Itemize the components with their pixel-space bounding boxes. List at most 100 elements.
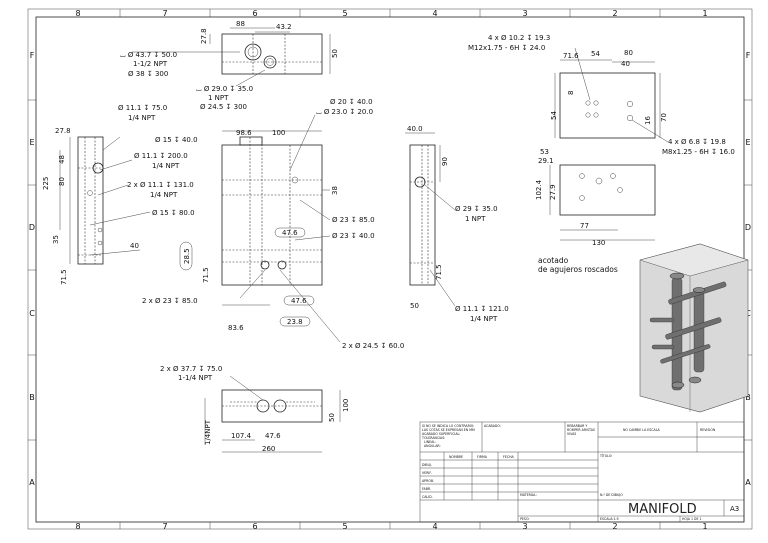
left-callout-4: 1/4 NPT <box>152 162 180 170</box>
thread-callout-4: M8x1.25 - 6H ↧ 16.0 <box>662 148 735 156</box>
tb-header-firma: FIRMA <box>477 455 488 459</box>
left-dim-225: 225 <box>42 177 50 190</box>
thread-callout-2: M12x1.75 - 6H ↧ 24.0 <box>468 44 545 52</box>
top-dim-43-2: 43.2 <box>276 23 292 31</box>
right-dim-50: 50 <box>410 302 419 310</box>
tb-header-nombre: NOMBRE <box>449 455 463 459</box>
top-view <box>132 27 331 87</box>
zone-bottom-7: 7 <box>162 522 167 531</box>
right-dim-71-5: 71.5 <box>435 264 443 280</box>
front-callout-2: Ø 20 ↧ 40.0 <box>330 98 373 106</box>
zone-right-E: E <box>745 138 750 147</box>
right-dim-90: 90 <box>441 157 449 166</box>
thread-dim-71-6: 71.6 <box>563 52 579 60</box>
zone-top-1: 1 <box>702 9 707 18</box>
tb-no-escala: NO CAMBIE LA ESCALA <box>623 428 661 432</box>
front-callout-7: 2 x Ø 24.5 ↧ 60.0 <box>342 342 404 350</box>
zone-left-B: B <box>29 393 35 402</box>
bottom-callout-2: 1-1/4 NPT <box>178 374 213 382</box>
thread-dim-16: 16 <box>644 116 652 125</box>
isometric-view <box>639 243 749 413</box>
zone-bottom-2: 2 <box>612 522 617 531</box>
top-callout-3: Ø 38 ↧ 300 <box>128 70 168 78</box>
bottom-view <box>204 375 341 453</box>
tb-note-1: SI NO SE INDICA LO CONTRARIO: <box>422 424 474 428</box>
top-callout-2: 1-1/2 NPT <box>133 60 168 68</box>
thread-dim-102-4: 102.4 <box>535 179 543 200</box>
thread-dim-130: 130 <box>592 239 605 247</box>
thread-dim-54-a: 54 <box>591 50 600 58</box>
left-callout-5: 2 x Ø 11.1 ↧ 131.0 <box>127 181 194 189</box>
left-callout-7: Ø 15 ↧ 80.0 <box>152 209 195 217</box>
tb-n-dibujo: N.º DE DIBUJO <box>600 493 623 497</box>
top-dim-50: 50 <box>331 49 339 58</box>
tb-titulo: TÍTULO: <box>599 453 612 458</box>
front-callout-1: Ø 15 ↧ 40.0 <box>155 136 198 144</box>
right-callout-3: Ø 11.1 ↧ 121.0 <box>455 305 509 313</box>
front-callout-5: Ø 23 ↧ 40.0 <box>332 232 375 240</box>
bottom-dim-260: 260 <box>262 445 275 453</box>
top-callout-4: ⌴ Ø 29.0 ↧ 35.0 <box>196 85 253 93</box>
front-dim-71-5: 71.5 <box>202 267 210 283</box>
right-view <box>405 132 456 307</box>
tb-note-6: ANGULAR: <box>424 444 441 448</box>
bottom-dim-50: 50 <box>328 413 336 422</box>
zone-top-5: 5 <box>342 9 347 18</box>
left-dim-27-8: 27.8 <box>55 127 71 135</box>
tb-row-calid: CALID. <box>422 495 433 499</box>
left-callout-2: 1/4 NPT <box>128 114 156 122</box>
left-dim-71-5: 71.5 <box>60 269 68 285</box>
tb-material: MATERIAL: <box>520 493 537 497</box>
zone-right-A: A <box>745 478 751 487</box>
thread-dim-27-9: 27.9 <box>549 184 557 200</box>
top-callout-6: Ø 24.5 ↧ 300 <box>200 103 247 111</box>
tb-note-3: ACABADO SUPERFICIAL: <box>422 432 460 436</box>
zone-top-2: 2 <box>612 9 617 18</box>
thread-dim-54-b: 54 <box>550 111 558 120</box>
thread-dim-77: 77 <box>580 222 589 230</box>
zone-left-E: E <box>29 138 34 147</box>
bottom-dim-47-6: 47.6 <box>265 432 281 440</box>
tb-row-fabr: FABR. <box>422 487 431 491</box>
tb-escala: ESCALA:1:5 <box>600 517 619 521</box>
thread-dim-70: 70 <box>660 113 668 122</box>
zone-top-7: 7 <box>162 9 167 18</box>
zone-left-D: D <box>29 223 35 232</box>
tb-sheet-size: A3 <box>730 505 739 513</box>
left-callout-1: Ø 11.1 ↧ 75.0 <box>118 104 167 112</box>
right-dim-40: 40.0 <box>407 125 423 133</box>
zone-left-F: F <box>30 51 35 60</box>
tb-note-2: LAS COTAS SE EXPRESAN EN MM <box>422 428 475 432</box>
tb-revision: REVISIÓN <box>700 427 716 432</box>
left-dim-40: 40 <box>130 242 139 250</box>
top-dim-88: 88 <box>236 20 245 28</box>
tb-row-verif: VERIF. <box>422 471 432 475</box>
zone-top-4: 4 <box>432 9 437 18</box>
front-dim-38: 38 <box>331 186 339 195</box>
zone-top-3: 3 <box>522 9 527 18</box>
front-dim-28-5: 28.5 <box>183 248 191 264</box>
front-dim-23-8: 23.8 <box>287 318 303 326</box>
zone-bottom-4: 4 <box>432 522 437 531</box>
front-dim-98-6: 98.6 <box>236 129 252 137</box>
zone-top-6: 6 <box>252 9 257 18</box>
bottom-dim-100: 100 <box>342 399 350 412</box>
thread-dim-80: 80 <box>624 49 633 57</box>
zone-left-C: C <box>29 309 35 318</box>
top-dim-27-8: 27.8 <box>200 28 208 44</box>
top-callout-5: 1 NPT <box>208 94 229 102</box>
thread-callout-3: 4 x Ø 6.8 ↧ 19.8 <box>668 138 726 146</box>
zone-bottom-3: 3 <box>522 522 527 531</box>
zone-right-F: F <box>746 51 751 60</box>
left-dim-35: 35 <box>52 235 60 244</box>
bottom-dim-107-4: 107.4 <box>231 432 252 440</box>
left-callout-3: Ø 11.1 ↧ 200.0 <box>134 152 188 160</box>
tb-peso: PESO: <box>520 517 530 521</box>
title-block: SI NO SE INDICA LO CONTRARIO: LAS COTAS … <box>419 421 745 523</box>
thread-dim-40: 40 <box>621 60 630 68</box>
thread-detail-view <box>549 47 669 241</box>
zone-bottom-5: 5 <box>342 522 347 531</box>
zone-right-B: B <box>745 393 751 402</box>
bottom-callout-1: 2 x Ø 37.7 ↧ 75.0 <box>160 365 222 373</box>
left-view <box>59 136 151 265</box>
